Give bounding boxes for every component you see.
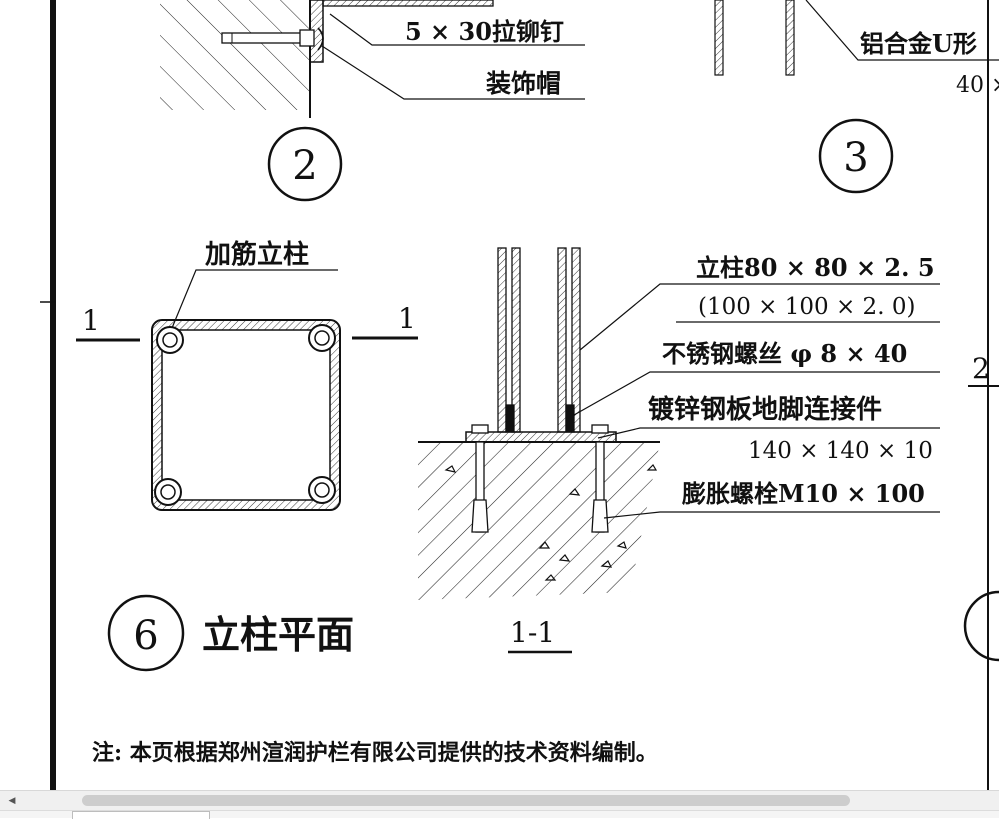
post-walls [497,247,581,433]
section-mark-right: 1 [398,302,416,335]
construction-drawing: 5 × 30拉铆钉 装饰帽 2 铝合金U形 40 × 3 加筋立柱 1 1 [40,0,999,790]
frame-left-border [50,0,56,790]
section-mark-left: 1 [82,304,100,337]
horizontal-scrollbar[interactable]: ◀ [0,790,999,811]
detail-6-post-plan: 加筋立柱 1 1 6 立柱平面 [40,239,418,672]
detail-2: 5 × 30拉铆钉 装饰帽 2 [160,0,585,202]
screw-label: 不锈钢螺丝 φ 8 × 40 [662,339,907,368]
detail-3-number-circle [818,118,894,194]
wall-hatch-area [160,0,310,110]
scroll-left-arrow-icon[interactable]: ◀ [8,796,16,806]
reinforced-post-label: 加筋立柱 [205,239,309,270]
rivet-label: 5 × 30拉铆钉 [405,17,564,46]
top-rail-stub [322,0,494,7]
bolt-leader [603,511,940,519]
scrollbar-thumb[interactable] [82,795,850,806]
concrete-base [418,442,660,600]
detail-3: 铝合金U形 40 × 3 [714,0,999,194]
channel-left-wall [714,0,724,76]
page-note: 注: 本页根据郑州渲润护栏有限公司提供的技术资料编制。 [92,740,658,766]
detail-6-number-circle [107,594,185,672]
plate-leader [597,427,940,439]
plate-label: 镀锌钢板地脚连接件 [648,394,882,425]
post-alt-label: (100 × 100 × 2. 0) [698,294,915,320]
post-inner-space [161,329,331,501]
detail-6-number: 6 [133,613,158,659]
right-partial-mark: 2 [972,352,990,385]
post-label: 立柱80 × 80 × 2. 5 [696,253,935,282]
channel-label: 铝合金U形 [860,29,977,58]
aggregate-marks [444,464,658,581]
cap-label: 装饰帽 [486,69,561,98]
decorative-cap [317,27,324,51]
bolt-label: 膨胀螺栓M10 × 100 [681,479,925,508]
detail-2-number-circle [267,126,343,202]
sheet-tab[interactable] [72,811,210,819]
section-1-1: 立柱80 × 80 × 2. 5 (100 × 100 × 2. 0) 不锈钢螺… [418,247,940,654]
rivet-leader [329,13,585,46]
section-1-1-title: 1-1 [510,616,555,649]
post-leader [579,283,940,351]
screw-leader [573,371,940,416]
channel-leader [805,0,999,61]
reinforced-post-leader [171,269,338,329]
base-plate [465,431,617,443]
detail-6-title: 立柱平面 [202,612,354,657]
plate-size-label: 140 × 140 × 10 [748,438,933,464]
bottom-tab-bar [0,810,999,819]
detail-3-number: 3 [843,135,868,181]
right-partial-circle [963,590,999,662]
detail-2-number: 2 [292,143,317,189]
expansion-bolts [471,424,609,533]
cap-leader [321,45,585,100]
rivet [221,29,315,47]
channel-size-label: 40 × [956,73,999,98]
corner-reinforcement-bars [154,324,336,506]
channel-right-wall [785,0,795,76]
